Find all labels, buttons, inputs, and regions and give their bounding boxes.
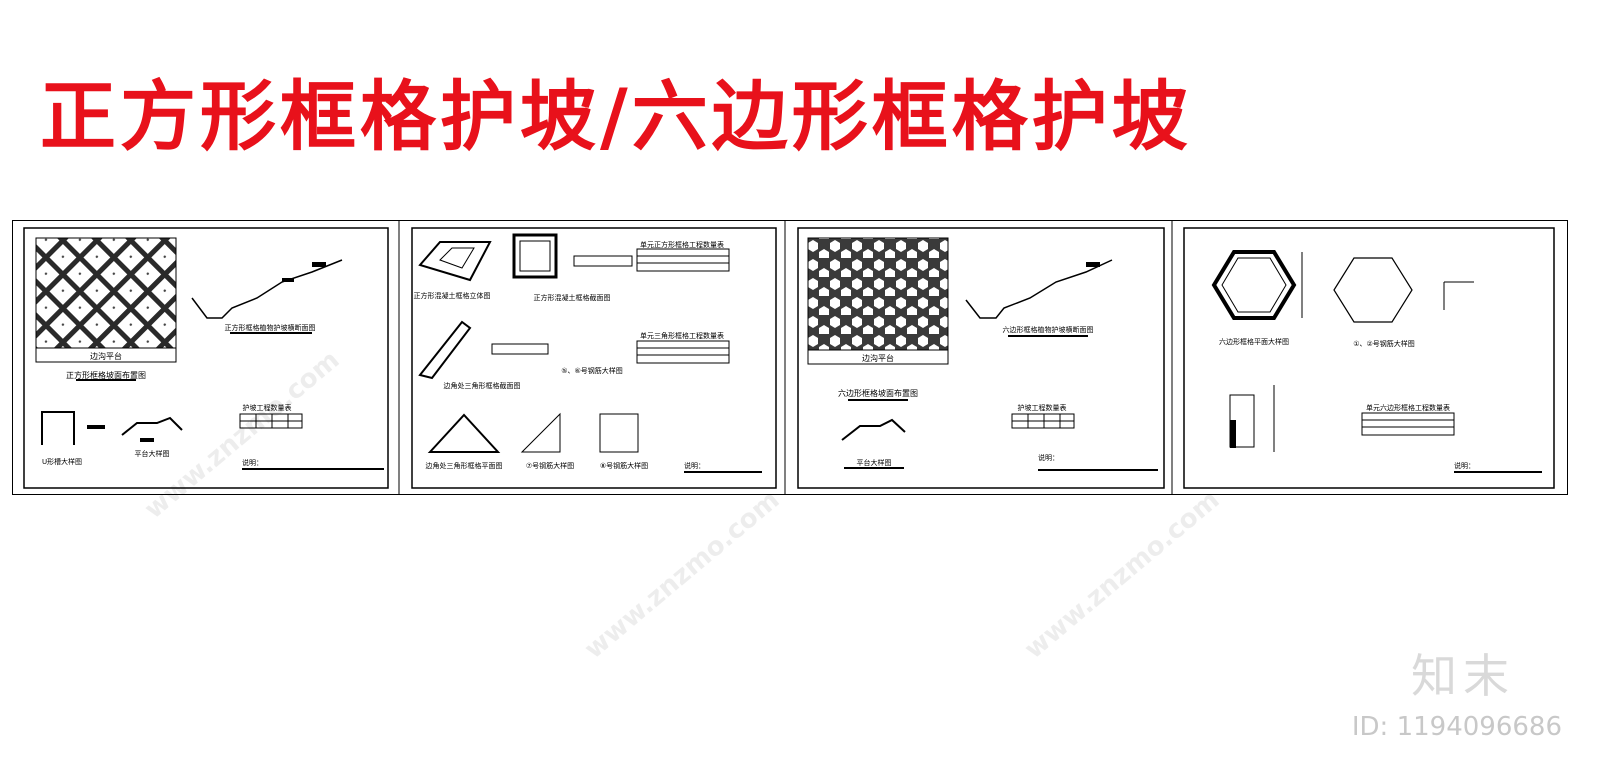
sheet-4-hexagon-details: 六边形框格平面大样图 ①、②号钢筋大样图 单元六边形框格工程数量表 说明： (1183, 227, 1555, 489)
sheet3-plan-label: 边沟平台 (862, 353, 894, 363)
hexagon-rebar-shape (1333, 257, 1413, 323)
image-id-label: ID: 1194096686 (1351, 712, 1562, 742)
sheet2-caption-1: 正方形混凝土框格立体图 (414, 291, 491, 300)
page-title: 正方形框格护坡/六边形框格护坡 (40, 72, 1192, 161)
square-frame-3d (418, 241, 492, 282)
cad-drawing-strip: 边沟平台 正方形框格坡面布置图 正方形框格植物护坡横断面图 U形槽大样图 平台大… (12, 220, 1568, 495)
sheet3-detail-caption: 平台大样图 (857, 458, 892, 467)
brand-logo: 知末 (1411, 649, 1515, 703)
sheet2-caption-7: 边角处三角形框格平面图 (426, 461, 503, 470)
watermark: www.znzmo.com (1018, 485, 1226, 665)
sheet2-caption-9: ⑧号钢筋大样图 (600, 461, 648, 470)
sheet2-caption-3: 单元正方形框格工程数量表 (640, 240, 724, 249)
sheet1-table-caption: 护坡工程数量表 (243, 403, 292, 412)
strip-frame (12, 220, 1568, 495)
watermark: www.znzmo.com (578, 485, 786, 665)
sheet-2-square-frame-details: 正方形混凝土框格立体图 正方形混凝土框格截面图 单元正方形框格工程数量表 边角处… (411, 227, 777, 489)
square-frame-plan (35, 237, 177, 349)
sheet2-caption-5: 单元三角形框格工程数量表 (640, 331, 724, 340)
sheet2-caption-6: ⑤、⑥号钢筋大样图 (561, 366, 623, 375)
sheet4-caption-2: ①、②号钢筋大样图 (1353, 339, 1415, 348)
hexagon-frame-plan (807, 237, 949, 351)
sheet2-notes-title: 说明： (684, 461, 705, 470)
sheet4-caption-3: 单元六边形框格工程数量表 (1366, 403, 1450, 412)
sheet1-plan-label: 边沟平台 (90, 351, 122, 361)
hex-slope-section-line (965, 259, 1113, 319)
sheet-3-hexagon-frame: 边沟平台 六边形框格坡面布置图 六边形框格植物护坡横断面图 平台大样图 护坡工程… (797, 227, 1165, 489)
rebar-7-shape (520, 412, 561, 453)
sheet2-caption-2: 正方形混凝土框格截面图 (534, 293, 611, 302)
sheet1-plan-caption: 正方形框格坡面布置图 (66, 370, 146, 380)
sheet4-caption-1: 六边形框格平面大样图 (1219, 337, 1289, 346)
drawing-sheets: 边沟平台 正方形框格坡面布置图 正方形框格植物护坡横断面图 U形槽大样图 平台大… (12, 220, 1568, 495)
sheet1-detail2-caption: 平台大样图 (135, 449, 170, 458)
hexagon-frame-detail (1211, 250, 1297, 320)
sheet3-table-caption: 护坡工程数量表 (1018, 403, 1067, 412)
sheet3-notes-title: 说明： (1038, 453, 1059, 462)
rebar-8-shape (599, 413, 639, 453)
sheet4-notes-title: 说明： (1454, 461, 1475, 470)
triangle-frame-section (418, 320, 472, 380)
sheet2-caption-8: ⑦号钢筋大样图 (526, 461, 574, 470)
square-frame-section (512, 233, 558, 279)
sheet3-section-caption: 六边形框格植物护坡横断面图 (1003, 325, 1094, 334)
sheet2-caption-4: 边角处三角形框格截面图 (444, 381, 521, 390)
sheet-1-square-frame: 边沟平台 正方形框格坡面布置图 正方形框格植物护坡横断面图 U形槽大样图 平台大… (23, 227, 389, 489)
sheet1-detail1-caption: U形槽大样图 (42, 457, 82, 466)
slope-section-line (191, 259, 343, 319)
sheet3-plan-caption: 六边形框格坡面布置图 (838, 388, 918, 398)
sheet1-notes-title: 说明： (242, 458, 263, 467)
sheet1-section-caption: 正方形框格植物护坡横断面图 (225, 323, 316, 332)
triangle-frame-plan (427, 413, 501, 453)
